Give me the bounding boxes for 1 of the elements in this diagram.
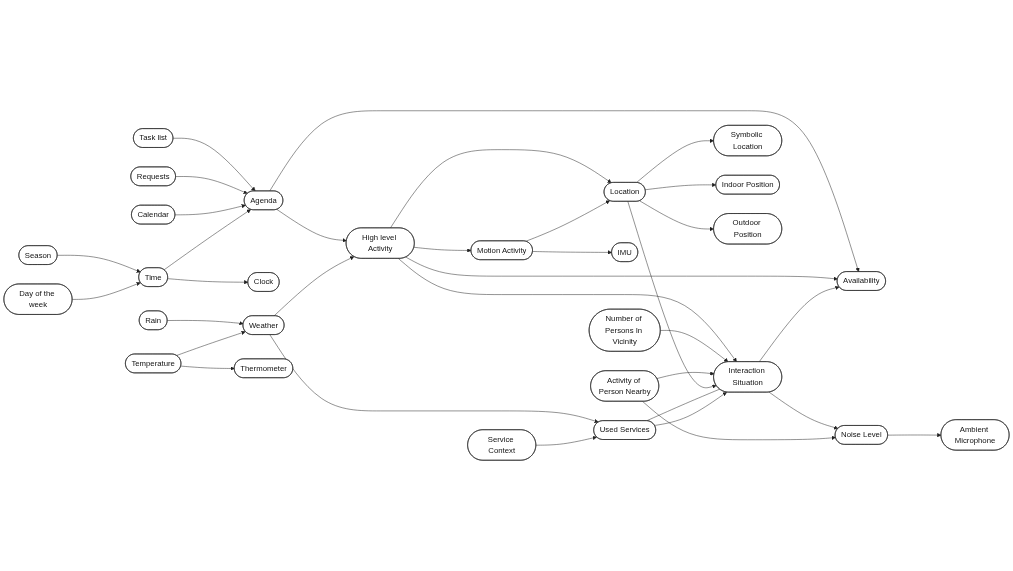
connector <box>646 388 720 422</box>
